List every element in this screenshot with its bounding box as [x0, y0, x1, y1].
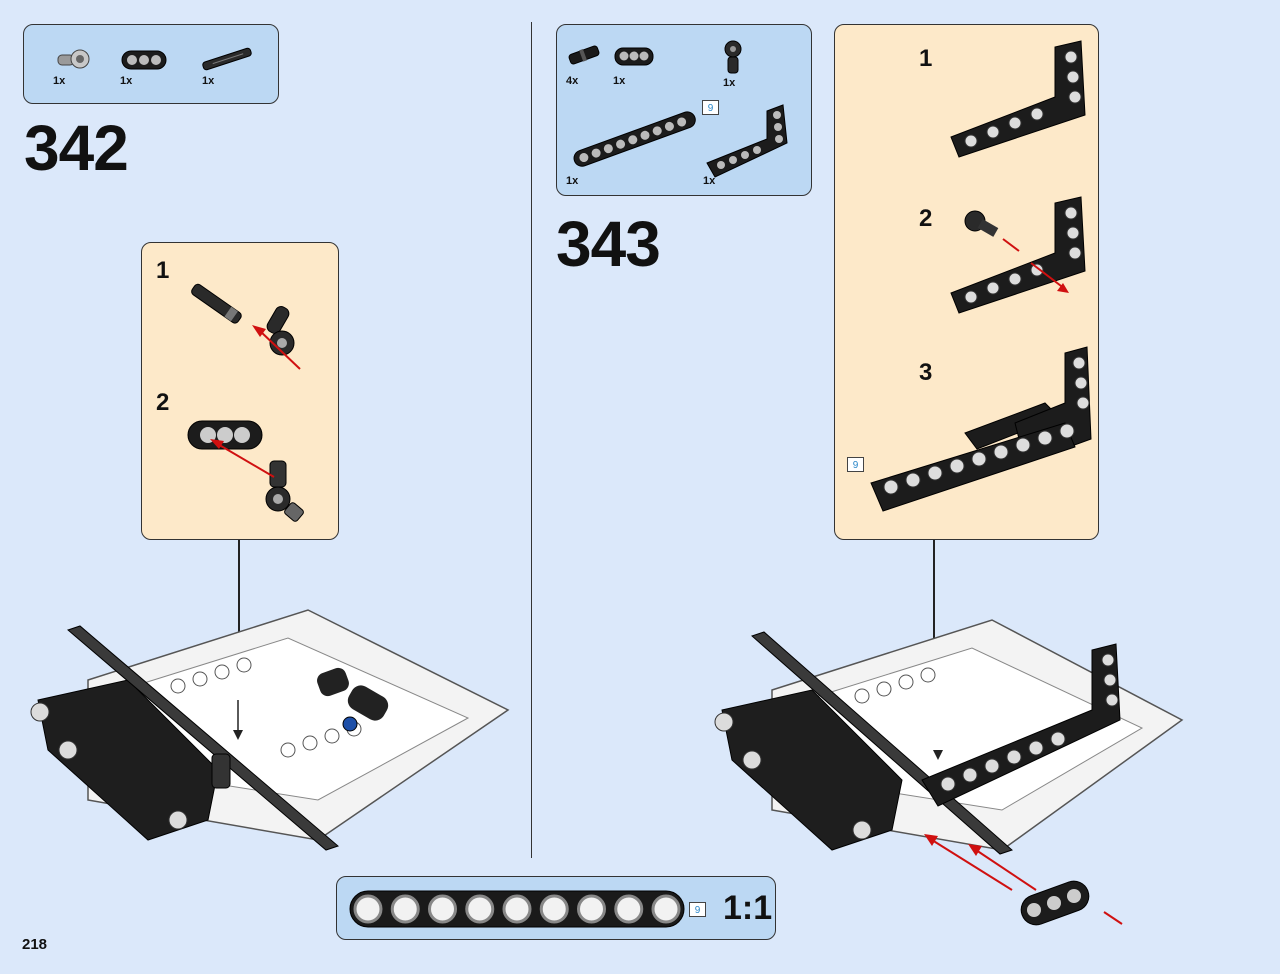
- substep-callout-343: 1 2 3 9: [834, 24, 1099, 540]
- ruler-beam-illustration: [349, 890, 685, 928]
- axle-part-icon: [202, 47, 252, 71]
- part-qty: 1x: [566, 175, 579, 187]
- substep-number: 2: [156, 389, 170, 416]
- l-beam-part-icon: [706, 104, 788, 178]
- part-qty: 1x: [120, 75, 133, 87]
- part-qty: 1x: [202, 75, 215, 87]
- scale-label: 1:1: [723, 889, 773, 927]
- ruler-hole: [353, 894, 383, 924]
- substep-number: 2: [919, 205, 933, 232]
- part-qty: 1x: [703, 175, 716, 187]
- connector-onto-l-beam-illustration: [950, 196, 1086, 314]
- ruler-hole: [390, 894, 420, 924]
- connector-part-icon: [724, 40, 742, 74]
- connector-into-beam-illustration: [187, 420, 304, 522]
- part-qty: 1x: [723, 77, 736, 89]
- chassis-assembly-342-illustration: [30, 609, 510, 851]
- chassis-assembly-343-illustration: [714, 619, 1184, 926]
- ruler-hole: [502, 894, 532, 924]
- step-number-342: 342: [24, 112, 129, 184]
- axle-into-connector-illustration: [191, 283, 301, 370]
- parts-callout-342: 1x 1x 1x: [23, 24, 279, 104]
- substep-number: 1: [156, 257, 170, 284]
- ruler-hole: [614, 894, 644, 924]
- length-callout: 9: [702, 100, 719, 115]
- friction-pin-part-icon: [568, 45, 600, 65]
- beam-assembly-illustration: [870, 346, 1092, 512]
- pin-connector-part-icon: [57, 49, 90, 69]
- parts-callout-343: 4x 1x 1x 9 1x 1x: [556, 24, 812, 196]
- length-callout: 9: [689, 902, 706, 917]
- page-number: 218: [22, 936, 48, 953]
- ruler-hole: [577, 894, 606, 924]
- step-number-343: 343: [556, 208, 661, 280]
- part-qty: 1x: [53, 75, 66, 87]
- step-divider-line: [531, 22, 532, 858]
- ruler-hole: [539, 894, 569, 924]
- length-callout: 9: [847, 457, 864, 472]
- ruler-hole: [651, 894, 681, 924]
- 3-hole-beam-part-icon: [121, 50, 167, 70]
- substep-callout-342: 1 2: [141, 242, 339, 540]
- substep-number: 1: [919, 45, 933, 72]
- part-qty: 1x: [613, 75, 626, 87]
- ruler-hole: [465, 894, 495, 924]
- 9-hole-beam-part-icon: [573, 111, 696, 167]
- l-beam-with-pins-illustration: [950, 40, 1086, 158]
- part-qty: 4x: [566, 75, 579, 87]
- substep-number: 3: [919, 359, 933, 386]
- scale-ruler-box: 9 1:1: [336, 876, 776, 940]
- ruler-hole: [428, 894, 457, 924]
- 3-hole-beam-part-icon: [614, 47, 654, 66]
